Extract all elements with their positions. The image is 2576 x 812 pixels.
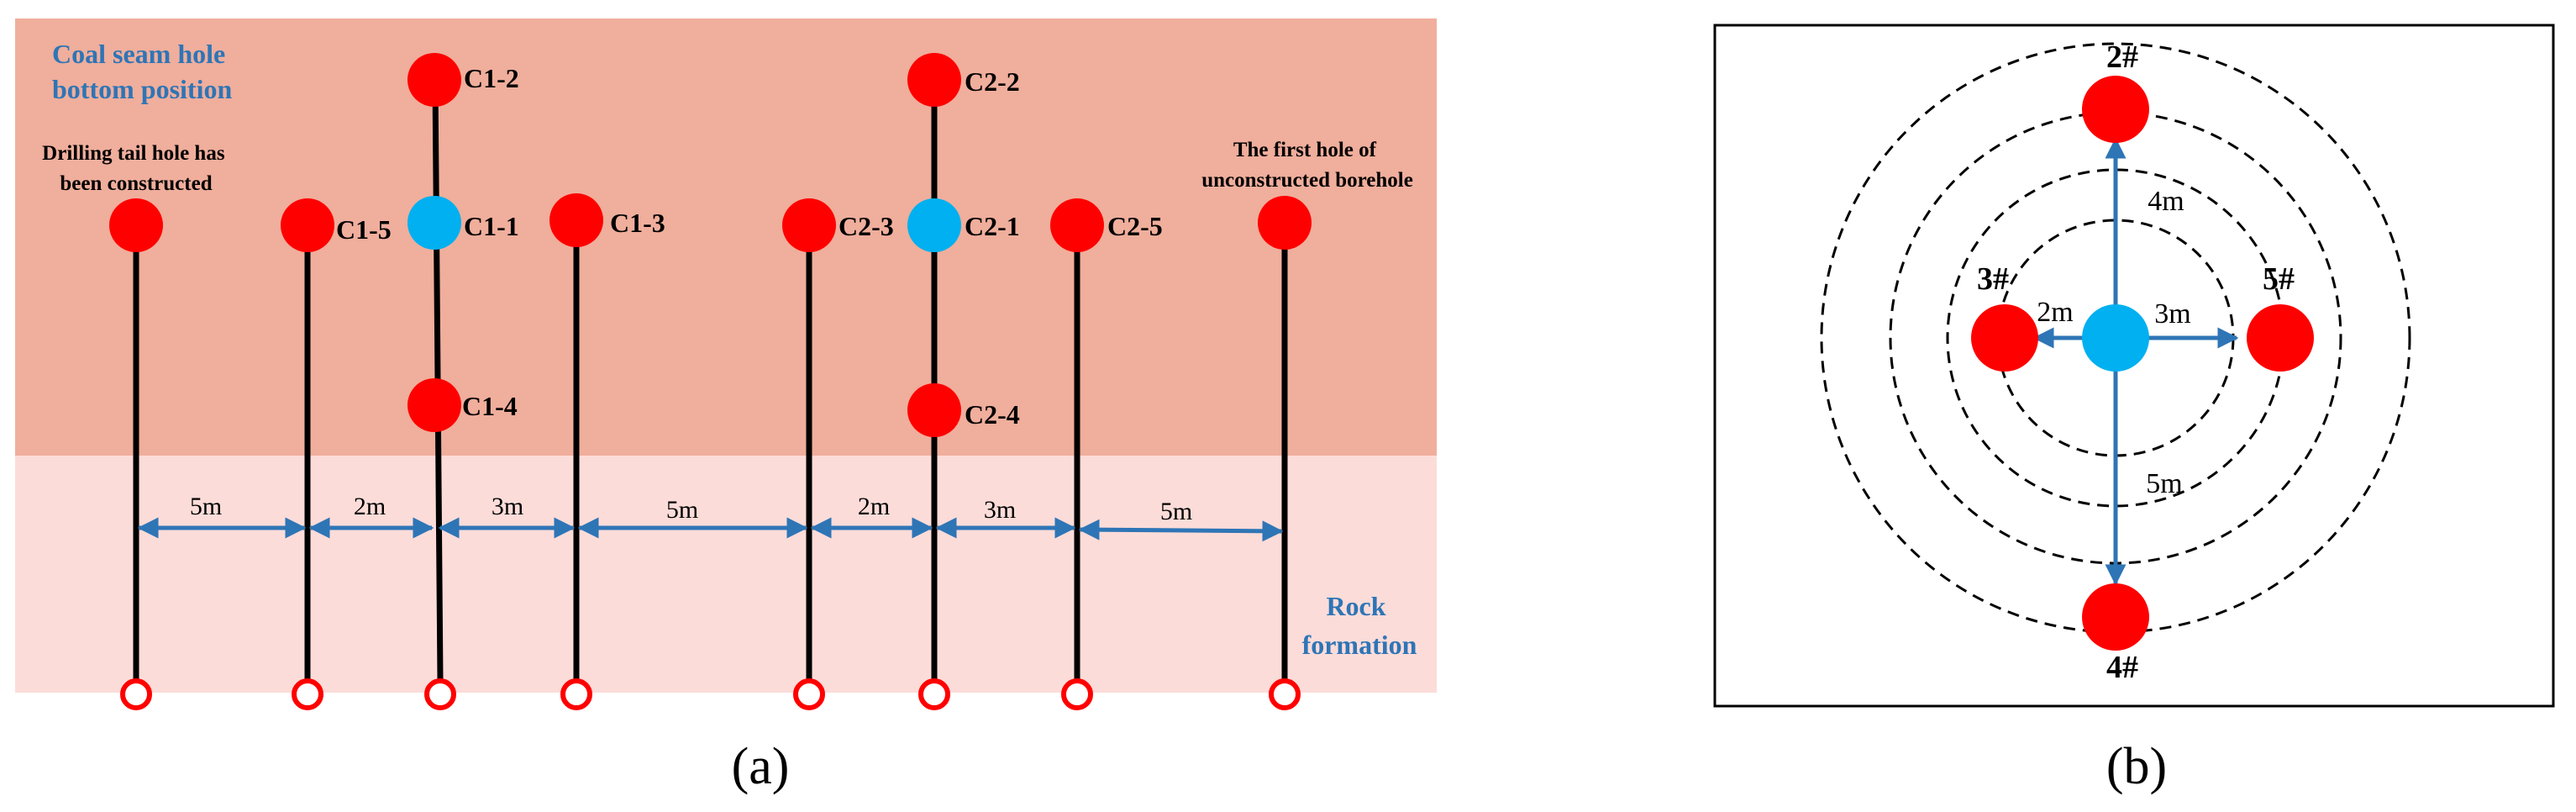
hole-label-c2-4: C2-4 bbox=[965, 399, 1020, 430]
hole-bottom-c1-3 bbox=[549, 193, 603, 247]
panel-b-caption: (b) bbox=[2106, 738, 2167, 795]
hole-bottom-c1-5 bbox=[281, 198, 334, 252]
hole-opening bbox=[292, 678, 323, 710]
spacing-label: 3m bbox=[492, 493, 523, 520]
spacing-label: 3m bbox=[984, 496, 1016, 524]
hole-label-c1-5: C1-5 bbox=[336, 214, 392, 245]
hole-bottom-c1-1 bbox=[407, 196, 461, 250]
hole-bottom-tail bbox=[109, 198, 163, 252]
rock-formation-label: Rock formation bbox=[1302, 591, 1417, 660]
spacing-arrows bbox=[137, 517, 1284, 542]
hole-bottoms bbox=[109, 53, 1312, 437]
distance-label-right: 3m bbox=[2154, 298, 2190, 330]
hole-opening bbox=[120, 678, 152, 710]
hole-label-4: 4# bbox=[2106, 650, 2138, 685]
coal-seam-label-line: bottom position bbox=[52, 74, 232, 104]
hole-opening bbox=[793, 678, 825, 710]
hole-bottom-c2-4 bbox=[907, 383, 961, 437]
hole-bottom-first-unconstructed bbox=[1258, 196, 1312, 250]
hole-label-3: 3# bbox=[1977, 261, 2009, 297]
hole-label-c2-1: C2-1 bbox=[965, 211, 1020, 241]
spacing-label: 5m bbox=[190, 493, 222, 520]
hole-opening bbox=[424, 678, 456, 710]
distance-label-top: 4m bbox=[2148, 186, 2184, 217]
hole-bottom-c2-2 bbox=[907, 53, 961, 107]
hole-bottom-c1-4 bbox=[407, 378, 461, 432]
coal-seam-zone bbox=[15, 18, 1437, 456]
spacing-arrow bbox=[1078, 519, 1284, 542]
hole-number-labels: 2# 3# 5# 4# bbox=[1977, 40, 2295, 685]
hole-label-c2-2: C2-2 bbox=[965, 66, 1020, 97]
hole-label-5: 5# bbox=[2263, 261, 2295, 297]
hole-3 bbox=[1971, 304, 2038, 372]
distance-ring-5m bbox=[1820, 42, 2411, 634]
spacing-label: 2m bbox=[858, 493, 890, 520]
distance-arrows bbox=[2032, 137, 2239, 586]
hole-label-c2-5: C2-5 bbox=[1107, 211, 1163, 241]
hole-centers bbox=[407, 196, 961, 252]
distance-labels: 4m 2m 3m 5m bbox=[2037, 186, 2190, 499]
hole-bottom-c2-3 bbox=[782, 198, 836, 252]
drilling-tail-label: Drilling tail hole has been constructed bbox=[42, 142, 230, 195]
hole-opening bbox=[560, 678, 592, 710]
first-hole-label-line: The first hole of bbox=[1233, 139, 1377, 161]
hole-label-c1-2: C1-2 bbox=[464, 63, 519, 93]
hole-opening bbox=[1269, 678, 1301, 710]
center-hole bbox=[2082, 304, 2149, 372]
hole-openings bbox=[120, 678, 1301, 710]
spacing-label: 2m bbox=[354, 493, 386, 520]
drilling-tail-label-line: Drilling tail hole has bbox=[42, 142, 225, 165]
hole-2 bbox=[2082, 76, 2149, 143]
hole-label-c1-1: C1-1 bbox=[464, 211, 519, 241]
panel-a: 5m 2m 3m 5m 2m 3m 5m C1-2 C1-5 C1-1 C1-3… bbox=[15, 18, 1437, 795]
hole-4 bbox=[2082, 583, 2149, 651]
spacing-labels: 5m 2m 3m 5m 2m 3m 5m bbox=[190, 493, 1192, 525]
rock-formation-zone bbox=[15, 456, 1437, 693]
outer-holes bbox=[1971, 76, 2314, 651]
panel-a-caption: (a) bbox=[732, 738, 790, 795]
drilling-tail-label-line: been constructed bbox=[60, 172, 212, 195]
hole-bottom-c2-1 bbox=[907, 198, 961, 252]
hole-label-c2-3: C2-3 bbox=[839, 211, 894, 241]
distance-label-left: 2m bbox=[2037, 297, 2073, 328]
rock-formation-label-line: Rock bbox=[1326, 591, 1385, 621]
hole-5 bbox=[2247, 304, 2314, 372]
hole-labels: C1-2 C1-5 C1-1 C1-3 C1-4 C2-2 C2-3 C2-1 … bbox=[336, 63, 1163, 430]
distance-label-bottom: 5m bbox=[2146, 468, 2182, 499]
hole-bottom-c1-2 bbox=[407, 53, 461, 107]
first-hole-label-line: unconstructed borehole bbox=[1201, 169, 1413, 192]
panel-b: 2# 3# 5# 4# 4m 2m 3m 5m (b) bbox=[1713, 24, 2555, 795]
hole-opening bbox=[1061, 678, 1093, 710]
coal-seam-label-line: Coal seam hole bbox=[52, 39, 225, 69]
rock-formation-label-line: formation bbox=[1302, 630, 1417, 660]
hole-label-c1-3: C1-3 bbox=[610, 208, 665, 238]
hole-bottom-c2-5 bbox=[1050, 198, 1104, 252]
spacing-label: 5m bbox=[666, 496, 698, 524]
hole-label-2: 2# bbox=[2106, 40, 2138, 75]
hole-label-c1-4: C1-4 bbox=[462, 391, 518, 421]
first-hole-label: The first hole of unconstructed borehole bbox=[1201, 139, 1413, 192]
coal-seam-label: Coal seam hole bottom position bbox=[52, 39, 232, 104]
spacing-label: 5m bbox=[1160, 498, 1192, 525]
hole-opening bbox=[918, 678, 950, 710]
